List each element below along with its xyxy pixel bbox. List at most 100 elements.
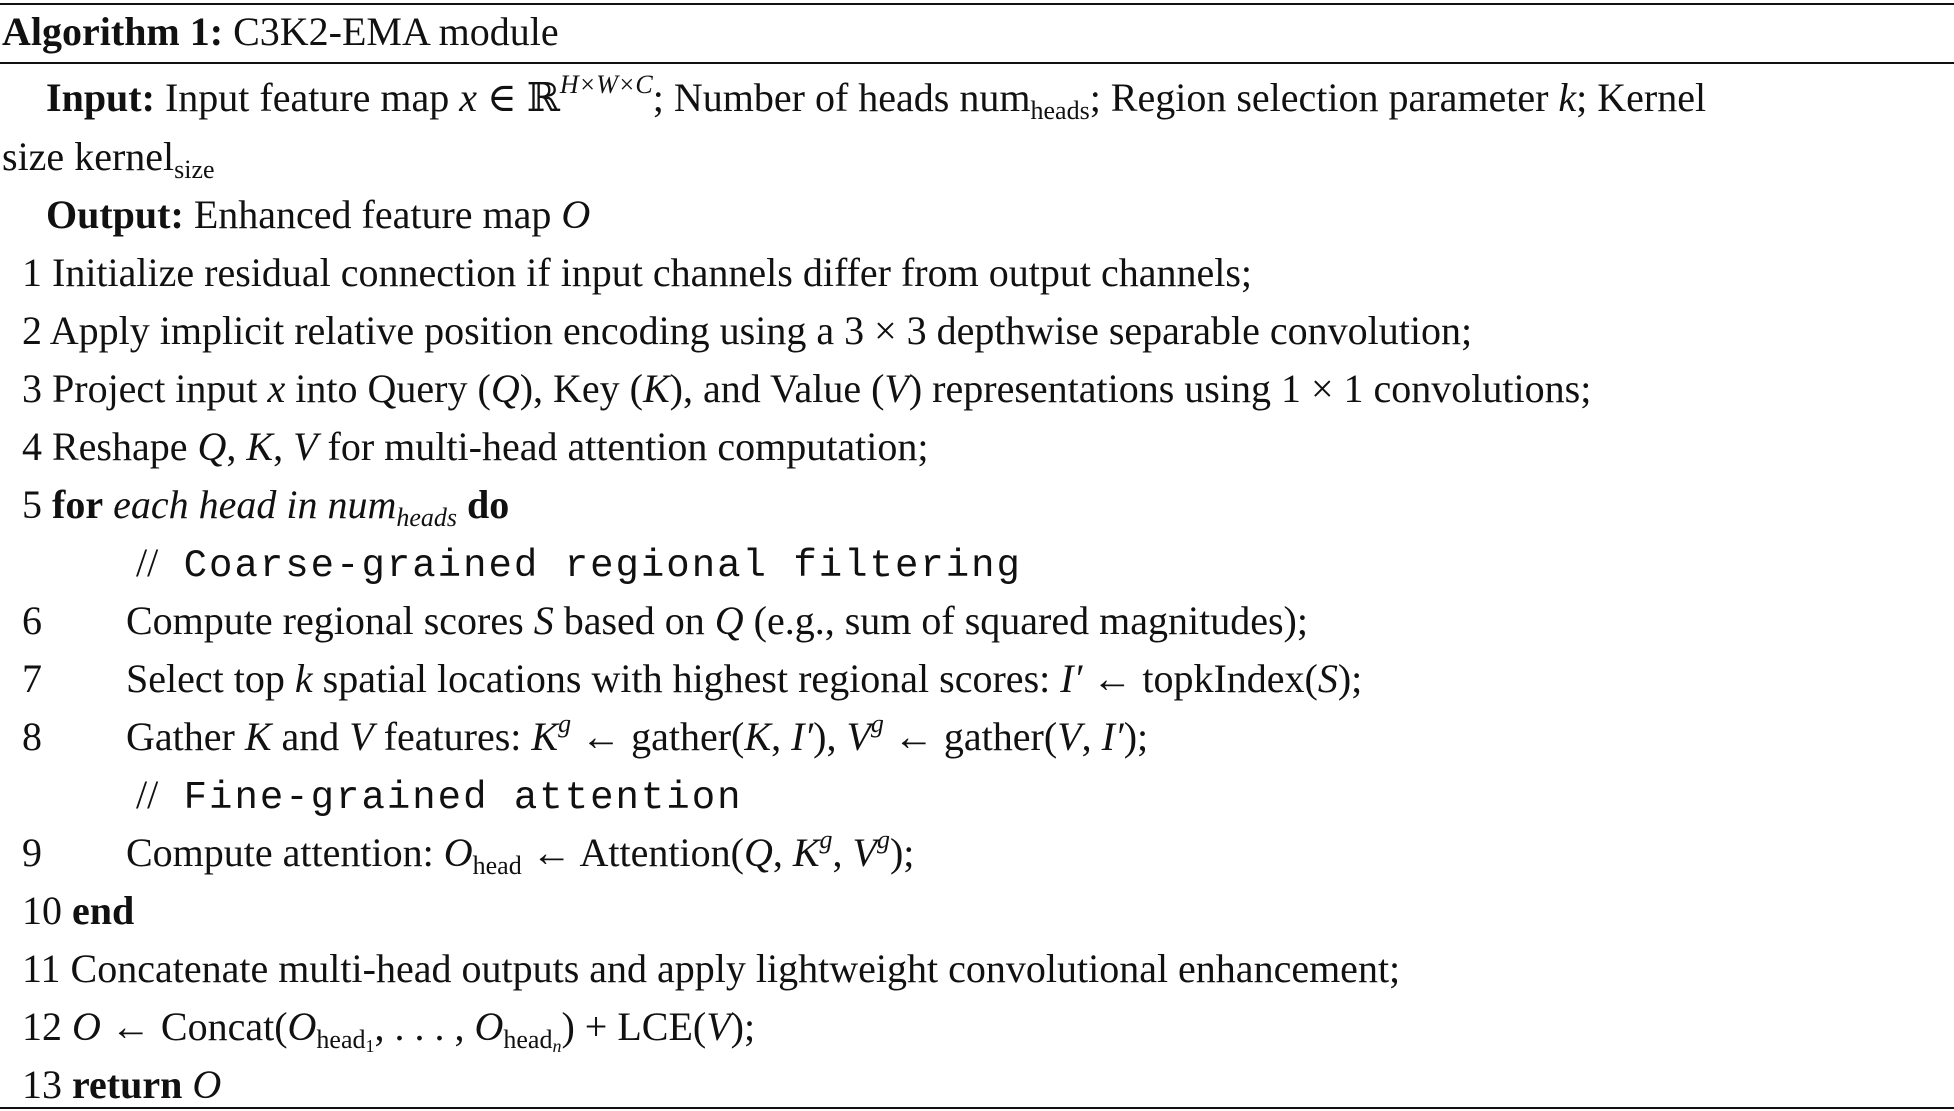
comment-slash: // [136, 540, 159, 585]
sub-one: 1 [365, 1036, 375, 1056]
var-x: x [267, 366, 286, 411]
step-text: Compute attention: [126, 830, 444, 875]
heads-sub: heads [396, 503, 458, 532]
input-size-sub: size [174, 155, 215, 184]
var-V: V [846, 714, 871, 759]
step-13: 13 return O [22, 1065, 221, 1105]
step-text: ← Attention( [521, 830, 744, 875]
var-K: K [244, 714, 272, 759]
var-K: K [744, 714, 772, 759]
input-dims: H×W×C [559, 70, 653, 99]
var-O: O [474, 1004, 504, 1049]
step-text: Compute regional scores [126, 598, 534, 643]
step-text: based on [553, 598, 715, 643]
comma: , [771, 714, 792, 759]
var-Q: Q [714, 598, 744, 643]
var-I-prime: I′ [791, 714, 814, 759]
comment-slash: // [136, 772, 159, 817]
bottom-rule [0, 1107, 1954, 1109]
keyword-return: return [72, 1062, 183, 1107]
comment-fine: // Fine-grained attention [136, 775, 743, 818]
head-n-sub: headn [503, 1025, 561, 1056]
step-text: into Query ( [285, 366, 491, 411]
comment-text: Fine-grained attention [158, 776, 743, 820]
step-number: 5 [22, 482, 42, 527]
comma: , [832, 830, 853, 875]
output-text: Enhanced feature map [193, 192, 562, 237]
var-O: O [192, 1062, 222, 1107]
var-S: S [1317, 656, 1338, 701]
var-K: K [531, 714, 559, 759]
step-text: for multi-head attention computation; [317, 424, 929, 469]
input-wrap-text: size kernel [2, 134, 175, 179]
step-text: ); [730, 1004, 756, 1049]
sup-g: g [558, 709, 572, 738]
step-2: 2 Apply implicit relative position encod… [22, 311, 1472, 351]
input-label: Input: [46, 75, 155, 120]
var-O: O [443, 830, 473, 875]
step-text: ), [813, 714, 847, 759]
step-text: ← gather( [883, 714, 1058, 759]
top-rule [0, 3, 1954, 5]
comma: , [1081, 714, 1102, 759]
step-number: 1 [22, 250, 42, 295]
step-number: 13 [22, 1062, 62, 1107]
input-var-x: x [459, 75, 478, 120]
sup-g: g [819, 825, 833, 854]
var-V: V [293, 424, 318, 469]
output-line: Output: Enhanced feature map O [46, 195, 590, 235]
output-var-O: O [561, 192, 591, 237]
comment-coarse: // Coarse-grained regional filtering [136, 543, 1022, 586]
var-I-prime: I′ [1060, 656, 1083, 701]
var-Q: Q [197, 424, 227, 469]
step-text: Apply implicit relative position encodin… [49, 308, 1473, 353]
var-V: V [884, 366, 909, 411]
keyword-for: for [52, 482, 104, 527]
step-12: 12 O ← Concat(Ohead1, . . . , Oheadn) + … [22, 1004, 756, 1056]
var-V: V [706, 1004, 731, 1049]
step-number: 6 [22, 598, 42, 643]
var-V: V [349, 714, 374, 759]
keyword-do: do [457, 482, 510, 527]
step-text: and [271, 714, 350, 759]
input-in-symbol: ∈ ℝ [477, 75, 560, 120]
head-sub: head [316, 1025, 366, 1054]
var-O: O [72, 1004, 101, 1049]
comment-text: Coarse-grained regional filtering [158, 544, 1022, 588]
step-text: (e.g., sum of squared magnitudes); [743, 598, 1308, 643]
step-number: 2 [22, 308, 42, 353]
step-text: ← topkIndex( [1082, 656, 1318, 701]
keyword-end: end [72, 888, 135, 933]
step-number: 8 [22, 714, 42, 759]
step-text: Select top [126, 656, 295, 701]
step-text: ); [889, 830, 915, 875]
loop-condition: each head in num [103, 482, 397, 527]
step-5: 5 for each head in numheads do [22, 482, 510, 531]
step-text: ) + LCE( [561, 1004, 707, 1049]
step-text: Concatenate multi-head outputs and apply… [70, 946, 1401, 991]
step-text: ); [1337, 656, 1363, 701]
step-text: Reshape [52, 424, 198, 469]
step-text: features: [373, 714, 532, 759]
step-11: 11 Concatenate multi-head outputs and ap… [22, 949, 1400, 989]
input-var-k: k [1558, 75, 1577, 120]
step-text: ); [1123, 714, 1149, 759]
step-text: ), and Value ( [669, 366, 885, 411]
step-number: 3 [22, 366, 42, 411]
input-heads-sub: heads [1030, 96, 1090, 125]
step-text: ← Concat( [100, 1004, 288, 1049]
algorithm-header: Algorithm 1: C3K2-EMA module [2, 12, 559, 52]
step-number: 4 [22, 424, 42, 469]
header-rule [0, 62, 1954, 64]
step-1: 1 Initialize residual connection if inpu… [22, 253, 1252, 293]
step-text: ), Key ( [519, 366, 643, 411]
input-text: Input feature map [164, 75, 460, 120]
input-text-kernel: ; Kernel [1576, 75, 1707, 120]
step-number: 9 [22, 830, 42, 875]
algorithm-title: C3K2-EMA module [233, 9, 559, 54]
output-label: Output: [46, 192, 184, 237]
step-number: 11 [22, 946, 61, 991]
